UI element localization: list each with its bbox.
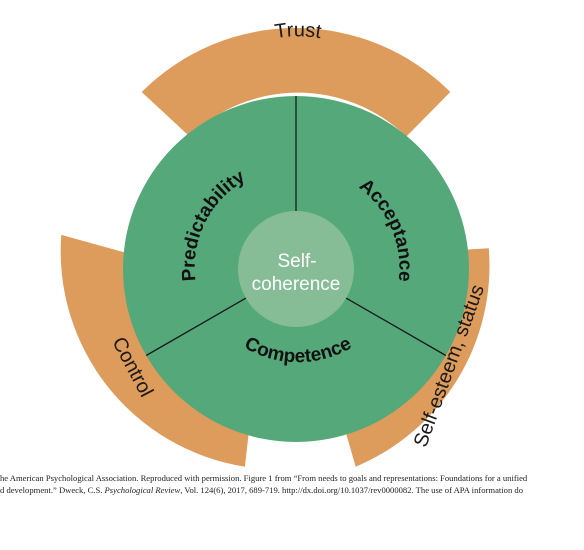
caption-line-1: he American Psychological Association. R… <box>0 473 528 483</box>
caption-line-2-end: , Vol. 124(6), 2017, 689-719. http://dx.… <box>180 485 523 495</box>
outer-sector-trust <box>141 27 451 137</box>
center-label-line2: coherence <box>252 274 341 295</box>
center-circle <box>238 211 354 327</box>
center-label-line1: Self- <box>277 251 316 272</box>
caption-line-2: d development.” Dweck, C.S. Psychologica… <box>0 484 584 496</box>
caption-line-2-start: d development.” Dweck, C.S. <box>0 485 105 495</box>
outer-label-trust: Trust <box>273 19 323 43</box>
needs-diagram: Trust Self-esteem, status Control Predic… <box>60 19 490 467</box>
divider-line-right <box>340 294 447 357</box>
divider-line-left <box>145 294 252 357</box>
caption-journal-title: Psychological Review <box>104 485 181 495</box>
figure-caption: he American Psychological Association. R… <box>0 472 584 496</box>
